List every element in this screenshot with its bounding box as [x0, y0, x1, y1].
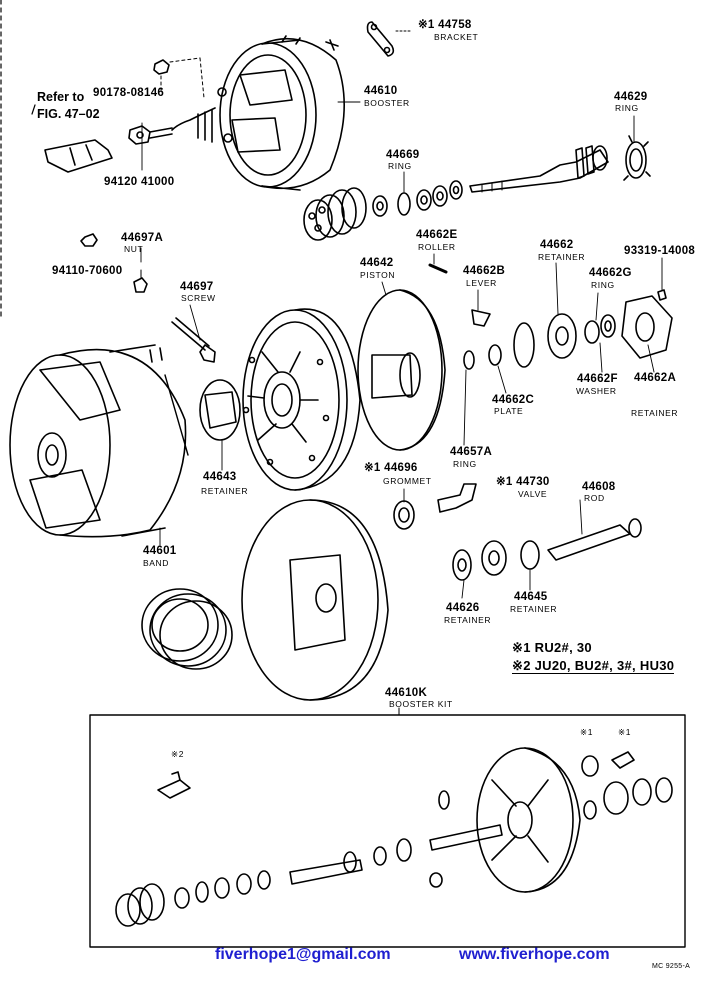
kit-mark-1b: ※1	[618, 727, 632, 737]
housing-center-drawing	[242, 308, 361, 491]
leader-lines	[140, 101, 663, 599]
part-name-44696: GROMMET	[383, 476, 432, 486]
piston-44642-drawing	[357, 289, 446, 451]
ring-44629-drawing	[623, 135, 651, 181]
bracket-44758-drawing	[325, 21, 413, 57]
part-name-44662: RETAINER	[538, 252, 586, 262]
part-name-44697: SCREW	[181, 293, 216, 303]
part-number-44662c: 44662C	[492, 394, 535, 406]
part-number-44662f: 44662F	[577, 373, 618, 385]
part-number-44662e: 44662E	[416, 229, 458, 241]
part-number-44662a: 44662A	[634, 372, 677, 384]
reference-line-2: FIG. 47–02	[37, 107, 100, 121]
part-name-44662e: ROLLER	[418, 242, 456, 252]
part-number-44662b: 44662B	[463, 265, 506, 277]
part-name-44642: PISTON	[360, 270, 396, 280]
band-44601-drawing	[9, 344, 189, 538]
rear-shell-drawing	[241, 499, 389, 701]
part-number-44697: 44697	[180, 281, 214, 293]
part-number-44610: 44610	[364, 85, 398, 97]
part-name-44601: BAND	[143, 558, 170, 568]
booster-44610-drawing	[149, 35, 345, 191]
part-name-44662b: LEVER	[466, 278, 497, 288]
part-name-44662a: RETAINER	[631, 408, 679, 418]
part-number-44608: 44608	[582, 481, 616, 493]
kit-mark-2: ※2	[171, 749, 185, 759]
note-2: ※2 JU20, BU2#, 3#, HU30	[512, 658, 675, 674]
part-number-44696: ※1 44696	[364, 462, 418, 474]
part-name-44697a: NUT	[124, 244, 144, 254]
drawing-code: MC 9255-A	[652, 963, 691, 970]
seal-rings-drawing	[141, 588, 233, 670]
part-name-44629: RING	[615, 103, 639, 113]
part-number-93319: 93319-14008	[624, 245, 696, 257]
part-number-44730: ※1 44730	[496, 476, 550, 488]
part-number-94120: 94120 41000	[104, 176, 175, 188]
part-name-44669: RING	[388, 161, 412, 171]
bellows-drawing	[303, 187, 367, 241]
part-number-44643: 44643	[203, 471, 237, 483]
part-name-44657a: RING	[453, 459, 477, 469]
part-name-44758: BRACKET	[434, 32, 479, 42]
part-number-44758: ※1 44758	[418, 19, 472, 31]
part-name-44645: RETAINER	[510, 604, 558, 614]
part-number-44601: 44601	[143, 545, 177, 557]
part-name-44730: VALVE	[518, 489, 548, 499]
part-number-44610k: 44610K	[385, 687, 428, 699]
part-name-44610: BOOSTER	[364, 98, 410, 108]
part-name-44662f: WASHER	[576, 386, 617, 396]
kit-mark-1a: ※1	[580, 727, 594, 737]
booster-kit-contents-drawing	[115, 747, 673, 927]
part-number-44645: 44645	[514, 591, 548, 603]
part-number-44626: 44626	[446, 602, 480, 614]
part-number-44662: 44662	[540, 239, 574, 251]
reference-line-1: Refer to	[37, 90, 85, 104]
part-name-44610k: BOOSTER KIT	[389, 699, 453, 709]
part-name-44662g: RING	[591, 280, 615, 290]
part-name-44626: RETAINER	[444, 615, 492, 625]
footer-website: www.fiverhope.com	[459, 946, 610, 963]
part-number-44662g: 44662G	[589, 267, 632, 279]
footer-email: fiverhope1@gmail.com	[215, 946, 391, 963]
part-name-44643: RETAINER	[201, 486, 249, 496]
part-number-94110: 94110-70600	[52, 265, 123, 277]
part-number-44657a: 44657A	[450, 446, 493, 458]
part-number-44669: 44669	[386, 149, 420, 161]
part-number-90178: 90178-08146	[93, 87, 165, 99]
part-number-44629: 44629	[614, 91, 648, 103]
part-number-44642: 44642	[360, 257, 394, 269]
part-number-44697a: 44697A	[121, 232, 164, 244]
part-name-44662c: PLATE	[494, 406, 524, 416]
note-1: ※1 RU2#, 30	[512, 640, 592, 655]
part-name-44608: ROD	[584, 493, 605, 503]
